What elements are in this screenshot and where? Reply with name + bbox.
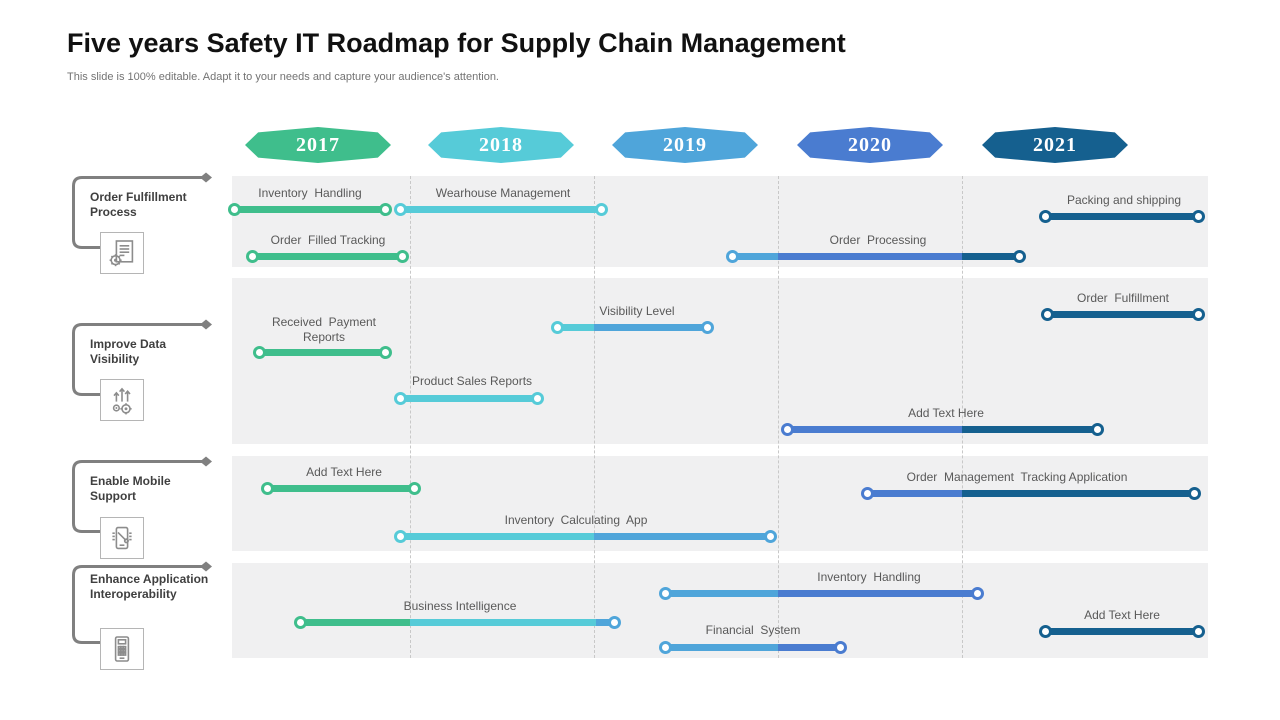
bar-label-financial-system: Financial System bbox=[705, 623, 801, 637]
bar-end-marker-icon bbox=[1192, 624, 1205, 638]
bar-end-marker-icon bbox=[764, 529, 777, 543]
bar-start-marker-icon bbox=[551, 320, 564, 334]
bar-label-add-text-here: Add Text Here bbox=[908, 406, 984, 420]
bar-end-marker-icon bbox=[396, 249, 409, 263]
timeline-bar-received-payment-reports bbox=[253, 345, 392, 359]
bar-end-marker-icon bbox=[971, 586, 984, 600]
bar-start-marker-icon bbox=[394, 391, 407, 405]
timeline-bar-add-text-here bbox=[781, 422, 1104, 436]
bar-start-marker-icon bbox=[1041, 307, 1054, 321]
bar-label-add-text-here: Add Text Here bbox=[306, 465, 382, 479]
bar-end-marker-icon bbox=[379, 345, 392, 359]
timeline-bar-order-fulfillment bbox=[1041, 307, 1205, 321]
timeline-bar-inventory-handling bbox=[228, 202, 392, 216]
column-separator-2 bbox=[594, 176, 595, 658]
bar-start-marker-icon bbox=[246, 249, 259, 263]
timeline-bar-add-text-here bbox=[261, 481, 421, 495]
timeline-bar-order-processing bbox=[726, 249, 1026, 263]
bar-end-marker-icon bbox=[1013, 249, 1026, 263]
timeline-bar-visibility-level bbox=[551, 320, 714, 334]
mobile-settings-icon bbox=[112, 526, 132, 550]
timeline-bar-add-text-here bbox=[1039, 624, 1205, 638]
bar-start-marker-icon bbox=[394, 529, 407, 543]
bar-label-wearhouse-management: Wearhouse Management bbox=[435, 186, 571, 200]
calculator-icon bbox=[114, 636, 130, 662]
bar-end-marker-icon bbox=[379, 202, 392, 216]
bar-end-marker-icon bbox=[531, 391, 544, 405]
category-label-order-fulfillment-process: Order Fulfillment Process bbox=[90, 190, 187, 219]
connector-diamond-icon bbox=[200, 319, 212, 330]
bar-label-order-fulfillment: Order Fulfillment bbox=[1076, 291, 1170, 305]
category-label-improve-data-visibility: Improve Data Visibility bbox=[90, 337, 167, 366]
timeline-bar-inventory-calculating-app bbox=[394, 529, 777, 543]
timeline-bar-inventory-handling bbox=[659, 586, 984, 600]
category-label-enable-mobile-support: Enable Mobile Support bbox=[90, 474, 171, 503]
bar-start-marker-icon bbox=[781, 422, 794, 436]
bar-label-business-intelligence: Business Intelligence bbox=[403, 599, 517, 613]
bar-label-packing-and-shipping: Packing and shipping bbox=[1066, 193, 1182, 207]
bar-start-marker-icon bbox=[228, 202, 241, 216]
timeline-row-band-2 bbox=[232, 278, 1208, 444]
bar-start-marker-icon bbox=[659, 586, 672, 600]
bar-end-marker-icon bbox=[1188, 486, 1201, 500]
bar-label-inventory-calculating-app: Inventory Calculating App bbox=[504, 513, 648, 527]
category-icon-box-enable-mobile-support bbox=[100, 517, 144, 559]
timeline-bar-order-filled-tracking bbox=[246, 249, 409, 263]
column-separator-3 bbox=[778, 176, 779, 658]
connector-diamond-icon bbox=[200, 172, 212, 183]
connector-diamond-icon bbox=[200, 561, 212, 572]
year-banner-2020: 2020 bbox=[797, 127, 943, 163]
timeline-bar-packing-and-shipping bbox=[1039, 209, 1205, 223]
bar-start-marker-icon bbox=[261, 481, 274, 495]
bar-end-marker-icon bbox=[608, 615, 621, 629]
category-icon-box-enhance-application-interoperability bbox=[100, 628, 144, 670]
timeline-row-band-4 bbox=[232, 563, 1208, 658]
bar-label-received-payment-reports: Received Payment Reports bbox=[271, 315, 377, 344]
bar-start-marker-icon bbox=[659, 640, 672, 654]
timeline-bar-business-intelligence bbox=[294, 615, 621, 629]
column-separator-1 bbox=[410, 176, 411, 658]
category-icon-box-improve-data-visibility bbox=[100, 379, 144, 421]
page-title: Five years Safety IT Roadmap for Supply … bbox=[67, 28, 846, 58]
category-label-enhance-application-interoperability: Enhance Application Interoperability bbox=[90, 572, 209, 601]
bar-end-marker-icon bbox=[1091, 422, 1104, 436]
year-banner-2018: 2018 bbox=[428, 127, 574, 163]
page-subtitle: This slide is 100% editable. Adapt it to… bbox=[67, 71, 499, 83]
bar-end-marker-icon bbox=[701, 320, 714, 334]
year-banner-2019: 2019 bbox=[612, 127, 758, 163]
bar-end-marker-icon bbox=[408, 481, 421, 495]
bar-start-marker-icon bbox=[253, 345, 266, 359]
bar-end-marker-icon bbox=[834, 640, 847, 654]
bar-label-inventory-handling: Inventory Handling bbox=[817, 570, 921, 584]
bar-start-marker-icon bbox=[1039, 624, 1052, 638]
category-icon-box-order-fulfillment-process bbox=[100, 232, 144, 274]
growth-gears-icon bbox=[112, 387, 132, 415]
bar-label-order-processing: Order Processing bbox=[829, 233, 927, 247]
timeline-bar-wearhouse-management bbox=[394, 202, 608, 216]
bar-start-marker-icon bbox=[394, 202, 407, 216]
timeline-bar-order-management-tracking-application bbox=[861, 486, 1201, 500]
bar-label-product-sales-reports: Product Sales Reports bbox=[411, 374, 533, 388]
connector-diamond-icon bbox=[200, 456, 212, 467]
document-gear-icon bbox=[109, 240, 134, 267]
bar-end-marker-icon bbox=[595, 202, 608, 216]
timeline-bar-product-sales-reports bbox=[394, 391, 544, 405]
bar-label-add-text-here: Add Text Here bbox=[1084, 608, 1160, 622]
bar-start-marker-icon bbox=[861, 486, 874, 500]
bar-start-marker-icon bbox=[294, 615, 307, 629]
bar-start-marker-icon bbox=[726, 249, 739, 263]
bar-label-inventory-handling: Inventory Handling bbox=[258, 186, 362, 200]
column-separator-4 bbox=[962, 176, 963, 658]
year-banner-2017: 2017 bbox=[245, 127, 391, 163]
bar-label-order-management-tracking-application: Order Management Tracking Application bbox=[906, 470, 1128, 484]
year-banner-2021: 2021 bbox=[982, 127, 1128, 163]
timeline-bar-financial-system bbox=[659, 640, 847, 654]
bar-label-visibility-level: Visibility Level bbox=[599, 304, 675, 318]
bar-end-marker-icon bbox=[1192, 307, 1205, 321]
bar-label-order-filled-tracking: Order Filled Tracking bbox=[270, 233, 386, 247]
bar-start-marker-icon bbox=[1039, 209, 1052, 223]
bar-end-marker-icon bbox=[1192, 209, 1205, 223]
